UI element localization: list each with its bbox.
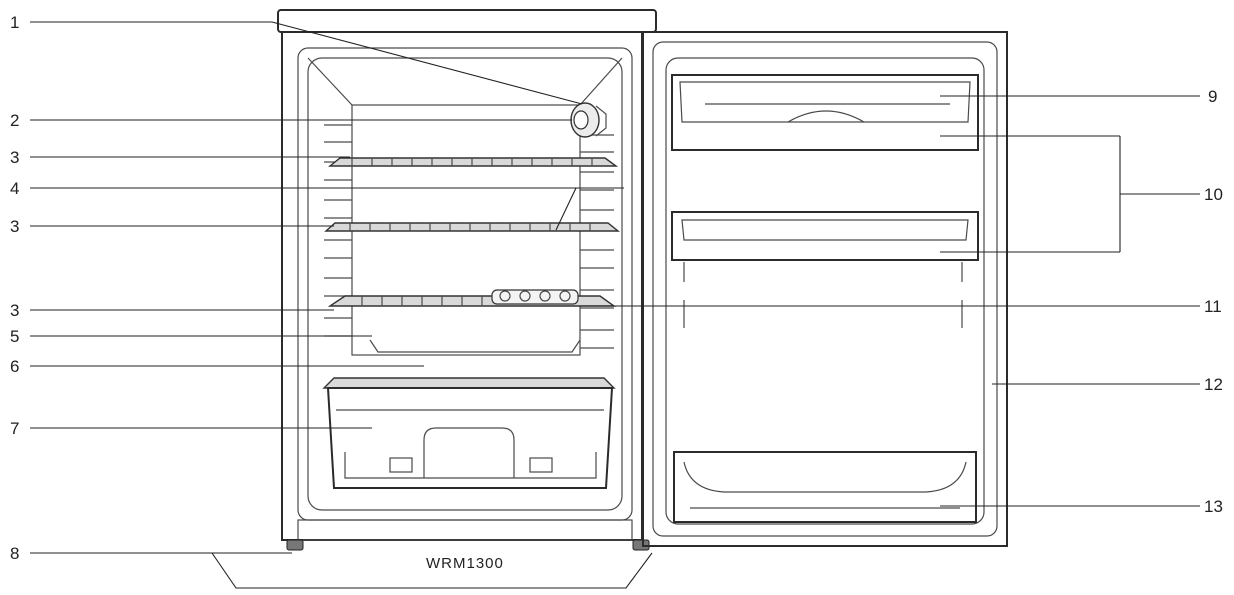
drain-channel: [369, 339, 581, 353]
glass-shelf: [322, 377, 616, 389]
door-shelf-bottom: [673, 451, 977, 523]
callout-3-middle: 3: [10, 217, 19, 236]
worktop: [277, 9, 657, 33]
right-leader-lines: [580, 95, 1200, 507]
callout-4: 4: [10, 179, 19, 198]
crisper-drawer: [326, 387, 614, 489]
callout-8: 8: [10, 544, 19, 563]
shelf-top: [328, 157, 619, 167]
fridge-cabinet: [211, 9, 657, 589]
left-leader-lines: [30, 21, 624, 554]
callout-5: 5: [10, 327, 19, 346]
left-callouts: 1 2 3 4 3 3 5 6 7 8: [10, 13, 19, 563]
callout-3-top: 3: [10, 148, 19, 167]
plinth-outline: [211, 552, 653, 589]
door-shelf-middle: [671, 211, 979, 261]
cabinet-liner: [307, 57, 623, 511]
callout-3-bottom: 3: [10, 301, 19, 320]
door-liner: [665, 57, 985, 525]
callout-13: 13: [1204, 497, 1223, 516]
thermostat-light-unit: [570, 102, 607, 138]
door-gasket: [652, 41, 998, 537]
door-shelf-top: [671, 74, 979, 151]
right-shelf-rails: [580, 134, 614, 349]
callout-6: 6: [10, 357, 19, 376]
fridge-door: [642, 31, 1008, 547]
callout-12: 12: [1204, 375, 1223, 394]
callout-9: 9: [1208, 87, 1217, 106]
callout-1: 1: [10, 13, 19, 32]
door-outer: [642, 31, 1008, 547]
right-callouts: 9 10 11 12 13: [1204, 87, 1223, 516]
callout-11: 11: [1204, 297, 1222, 316]
egg-tray: [491, 289, 579, 305]
shelf-middle: [324, 222, 620, 232]
model-label: WRM1300: [426, 555, 504, 572]
callout-7: 7: [10, 419, 19, 438]
callout-10: 10: [1204, 185, 1223, 204]
callout-2: 2: [10, 111, 19, 130]
adjustable-feet: [286, 539, 650, 551]
cabinet-base: [297, 519, 633, 541]
